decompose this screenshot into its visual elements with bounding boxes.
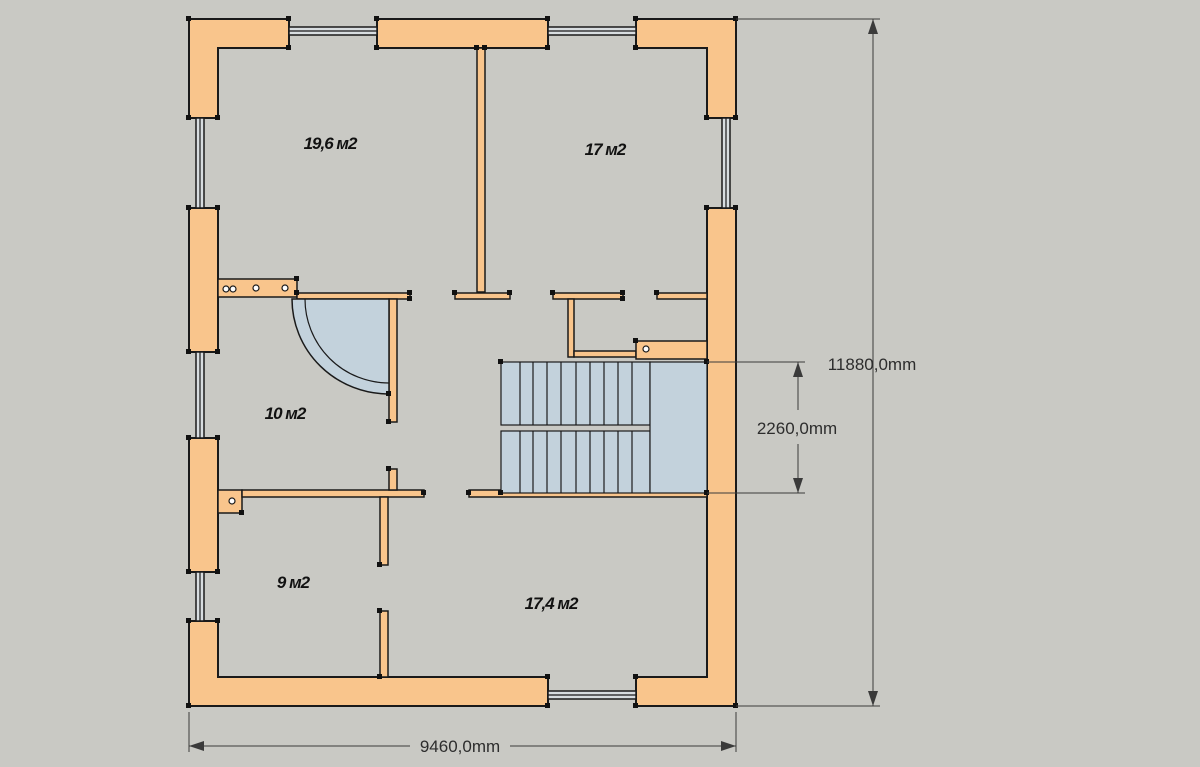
vents <box>222 284 650 505</box>
dimension-width-label: 9460,0mm <box>420 737 500 756</box>
corner-markers <box>186 16 738 708</box>
wall-top-middle <box>376 18 549 49</box>
room-label-top-left: 19,6 м2 <box>304 134 358 153</box>
partition-lower-vertical-b <box>379 610 389 678</box>
vent-6 <box>228 497 236 505</box>
door-swing <box>291 298 390 395</box>
closet-wall-horizontal <box>573 350 637 358</box>
vent-4 <box>281 284 289 292</box>
partition-bottom-a <box>241 489 425 498</box>
partition-middle-vertical <box>388 298 398 423</box>
vent-5 <box>642 345 650 353</box>
dimension-height-label: 11880,0mm <box>828 355 917 374</box>
partition-top-c <box>552 292 624 300</box>
dimension-height: 11880,0mm <box>736 18 917 707</box>
wall-left-upper <box>188 207 219 353</box>
staircase <box>500 361 708 494</box>
wall-left-middle <box>188 437 219 573</box>
stair-landing <box>649 361 708 494</box>
wall-bottom-left-corner <box>188 620 549 707</box>
room-labels: 19,6 м2 17 м2 10 м2 9 м2 17,4 м2 <box>265 134 628 613</box>
vent-1 <box>222 285 230 293</box>
partition-top-vertical <box>476 47 486 293</box>
stair-treads <box>519 362 633 493</box>
partition-top-d <box>656 292 708 300</box>
room-label-middle-left: 10 м2 <box>265 404 307 423</box>
room-label-bottom-left: 9 м2 <box>277 573 311 592</box>
partition-lower-vertical-a <box>379 496 389 566</box>
door-arc <box>291 298 390 395</box>
partition-stub-upper <box>388 468 398 491</box>
room-label-top-right: 17 м2 <box>585 140 627 159</box>
windows <box>195 26 731 700</box>
dimension-stair: 2260,0mm <box>707 361 837 494</box>
partition-top-b <box>454 292 511 300</box>
wall-top-left-corner <box>188 18 290 119</box>
dimension-stair-label: 2260,0mm <box>757 419 837 438</box>
vent-3 <box>252 284 260 292</box>
partition-top-a <box>296 292 411 300</box>
dimension-width: 9460,0mm <box>188 712 737 756</box>
closet-wall-vertical <box>567 298 575 358</box>
room-label-bottom-right: 17,4 м2 <box>525 594 579 613</box>
wall-top-right-corner <box>635 18 737 119</box>
vent-2 <box>229 285 237 293</box>
stair-top-wall <box>635 340 708 360</box>
